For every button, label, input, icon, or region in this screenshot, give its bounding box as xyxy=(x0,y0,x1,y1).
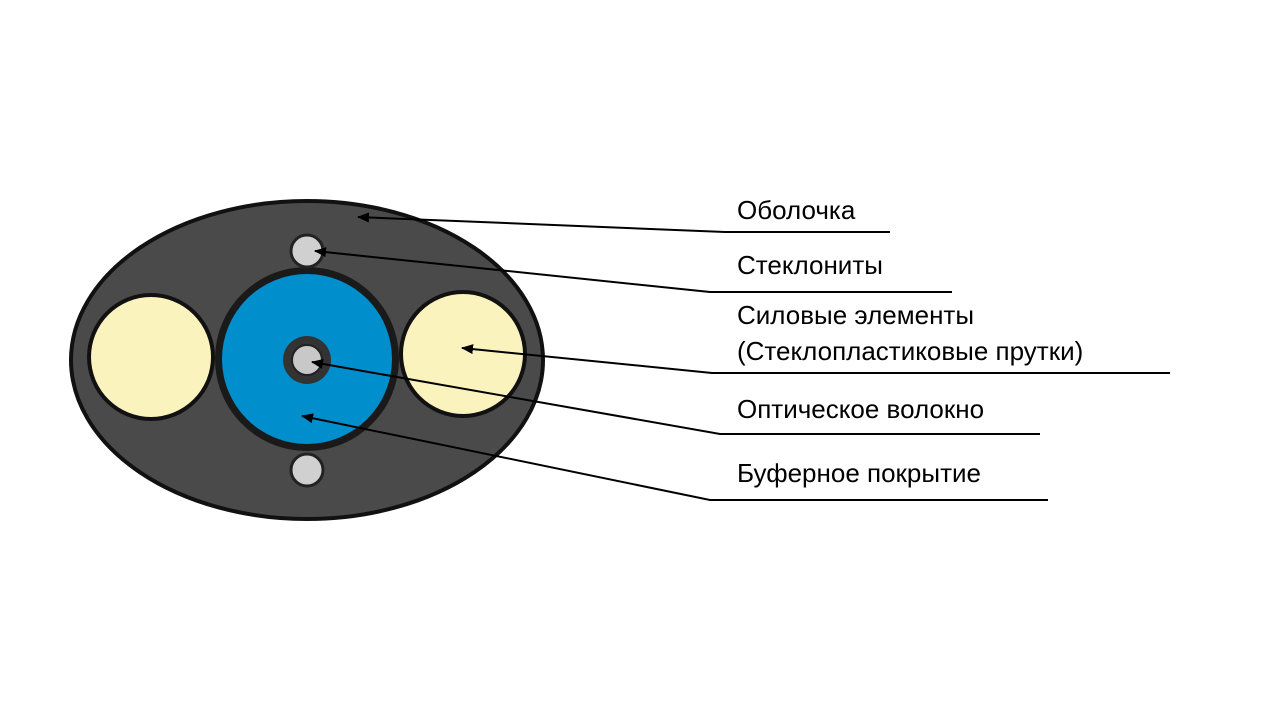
label-buffer-coating: Буферное покрытие xyxy=(737,458,981,488)
leader-strength-members xyxy=(461,344,1170,374)
cable-cross-section xyxy=(69,199,545,521)
label-strength-members-line2: (Стеклопластиковые прутки) xyxy=(737,336,1083,366)
label-optical-fiber: Оптическое волокно xyxy=(737,394,984,424)
label-strength-members-line1: Силовые элементы xyxy=(737,300,974,330)
leader-glass-threads xyxy=(314,247,952,293)
leader-buffer-coating xyxy=(301,413,1048,501)
leader-sheath xyxy=(357,212,890,233)
glass-thread-bottom xyxy=(289,452,325,488)
labels: Оболочка Стеклониты Силовые элементы (Ст… xyxy=(737,195,1083,488)
strength-member-right xyxy=(399,290,527,418)
leader-lines xyxy=(301,212,1170,501)
label-glass-threads: Стеклониты xyxy=(737,250,883,280)
optical-fiber xyxy=(291,344,323,376)
strength-member-left xyxy=(87,293,215,421)
label-sheath: Оболочка xyxy=(737,195,856,225)
leader-optical-fiber xyxy=(311,358,1040,435)
